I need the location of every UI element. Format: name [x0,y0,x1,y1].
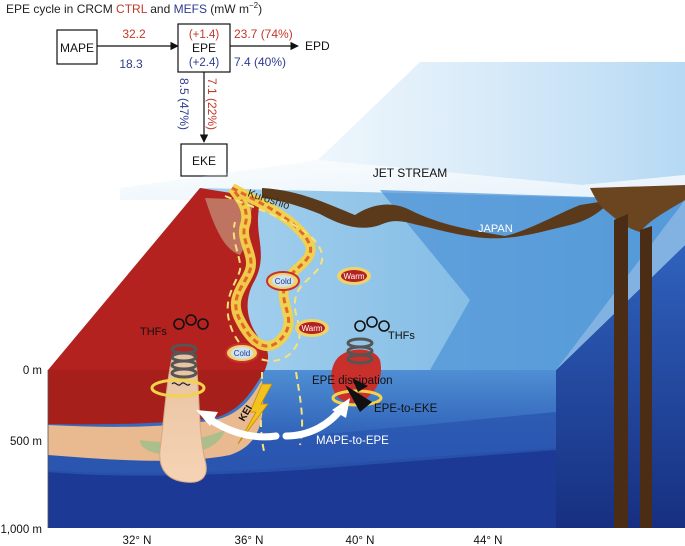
thfs-label-west: THFs [140,326,167,338]
warm-eddy-2: Warm [295,319,329,337]
mefs-label: MEFS [174,2,207,16]
epd-ctrl: 23.7 (74%) [234,27,293,41]
mape-to-epe-label: MAPE-to-EPE [316,435,389,447]
jet-stream-label: JET STREAM [373,166,447,180]
energy-cycle-schematic: EPE cycle in CRCM CTRL and MEFS (mW m−2)… [6,1,330,176]
ctrl-label: CTRL [116,2,148,16]
header-title: EPE cycle in CRCM CTRL and MEFS (mW m−2) [6,1,262,16]
atmosphere-panel: JET STREAM [120,62,685,200]
epe-dissipation-label: EPE dissipation [312,375,393,387]
depth-tick-1000: 1,000 m [0,524,42,536]
eke-mefs: 8.5 (47%) [177,78,191,130]
epd-label: EPD [305,39,330,53]
epe-to-eke-label: EPE-to-EKE [374,403,438,415]
lat-tick-40: 40° N [346,535,375,546]
land-pillar-2 [640,226,652,528]
cold-eddy-2: Cold [226,344,258,362]
land-pillar-1 [614,214,628,528]
depth-axis: 0 m 500 m 1,000 m [0,365,48,536]
eke-ctrl: 7.1 (22%) [205,78,219,130]
thfs-label-east: THFs [388,330,415,342]
warm-label-2: Warm [301,324,322,333]
mape-label: MAPE [60,41,94,55]
cold-label-1: Cold [275,277,291,286]
ocean-block: JAPAN Kuroshio Cold Cold Warm Warm [48,185,685,528]
japan-label: JAPAN [478,223,513,235]
lat-tick-44: 44° N [474,535,503,546]
cold-label-2: Cold [234,349,250,358]
depth-tick-0: 0 m [23,365,42,377]
epe-label: EPE [192,41,216,55]
cold-eddy-1: Cold [267,272,299,290]
latitude-axis: 32° N 36° N 40° N 44° N [123,535,503,546]
eke-label: EKE [192,154,216,168]
epe-change-ctrl: (+1.4) [189,29,220,41]
warm-label-1: Warm [343,272,364,281]
epe-change-mefs: (+2.4) [189,57,220,69]
lat-tick-32: 32° N [123,535,152,546]
lat-tick-36: 36° N [235,535,264,546]
mape-epe-ctrl: 32.2 [122,27,146,41]
depth-tick-500: 500 m [10,436,42,448]
mape-epe-mefs: 18.3 [119,57,143,71]
epd-mefs: 7.4 (40%) [234,55,286,69]
warm-eddy-1: Warm [337,267,371,285]
